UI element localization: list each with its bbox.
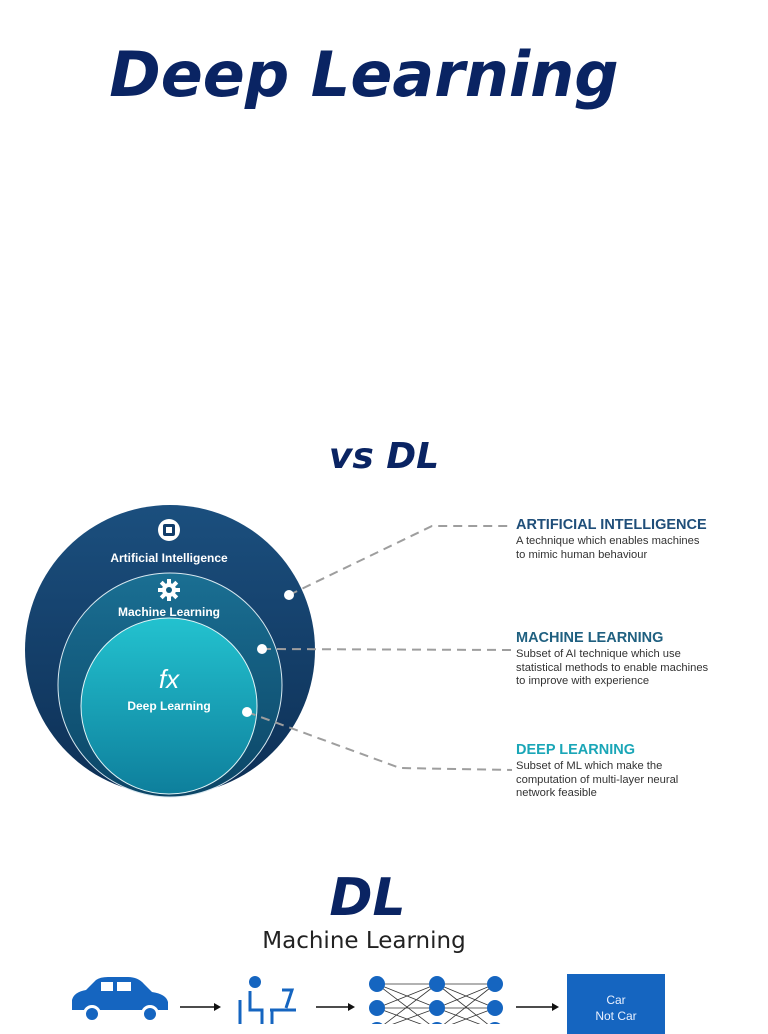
neural-network-icon bbox=[369, 976, 503, 1024]
desc-line: statistical methods to enable machines bbox=[516, 661, 709, 674]
connector-ml bbox=[261, 648, 513, 651]
desc-line: network feasible bbox=[516, 787, 597, 799]
dl-description: Subset of ML which make the computation … bbox=[516, 760, 746, 801]
section-subtitle: Machine Learning bbox=[262, 928, 466, 954]
section-title-dl: DL bbox=[329, 868, 406, 928]
ai-heading: ARTIFICIAL INTELLIGENCE bbox=[516, 517, 707, 533]
connector-dot-dl bbox=[242, 707, 252, 717]
page-title: Deep Learning bbox=[109, 38, 619, 111]
connector-ai bbox=[288, 525, 512, 596]
desc-line: Subset of ML which make the bbox=[516, 760, 663, 772]
ai-ml-dl-diagram: Artificial Intelligence Machine Learning… bbox=[25, 505, 513, 798]
desc-line: to mimic human behaviour bbox=[516, 548, 648, 561]
desc-line: A technique which enables machines bbox=[516, 535, 700, 547]
ml-heading: MACHINE LEARNING bbox=[516, 630, 664, 646]
connector-dot-ai bbox=[284, 590, 294, 600]
output-box: Car Not Car bbox=[567, 974, 665, 1034]
arrow-icon bbox=[180, 1003, 221, 1011]
gear-icon bbox=[158, 579, 180, 601]
desc-line: computation of multi-layer neural bbox=[516, 773, 679, 786]
desc-line: Subset of AI technique which use bbox=[516, 648, 681, 660]
output-label-not-car: Not Car bbox=[595, 1009, 637, 1023]
connector-dot-ml bbox=[257, 644, 267, 654]
dl-circle bbox=[80, 617, 258, 795]
arrow-icon bbox=[316, 1003, 355, 1011]
function-icon: fx bbox=[159, 664, 180, 694]
ml-description: Subset of AI technique which use statist… bbox=[516, 648, 746, 689]
arrow-icon bbox=[516, 1003, 559, 1011]
car-icon bbox=[72, 977, 168, 1023]
ml-circle-label: Machine Learning bbox=[118, 605, 220, 619]
ai-circle-label: Artificial Intelligence bbox=[110, 551, 228, 565]
ml-pipeline bbox=[72, 976, 559, 1024]
output-label-car: Car bbox=[606, 993, 626, 1007]
desc-line: to improve with experience bbox=[516, 675, 650, 687]
brain-icon bbox=[158, 519, 180, 541]
ai-description: A technique which enables machines to mi… bbox=[516, 535, 746, 562]
person-computer-icon bbox=[238, 976, 296, 1024]
dl-heading: DEEP LEARNING bbox=[516, 742, 635, 758]
section-title-vs: vs DL bbox=[328, 436, 440, 477]
dl-circle-label: Deep Learning bbox=[127, 699, 210, 713]
